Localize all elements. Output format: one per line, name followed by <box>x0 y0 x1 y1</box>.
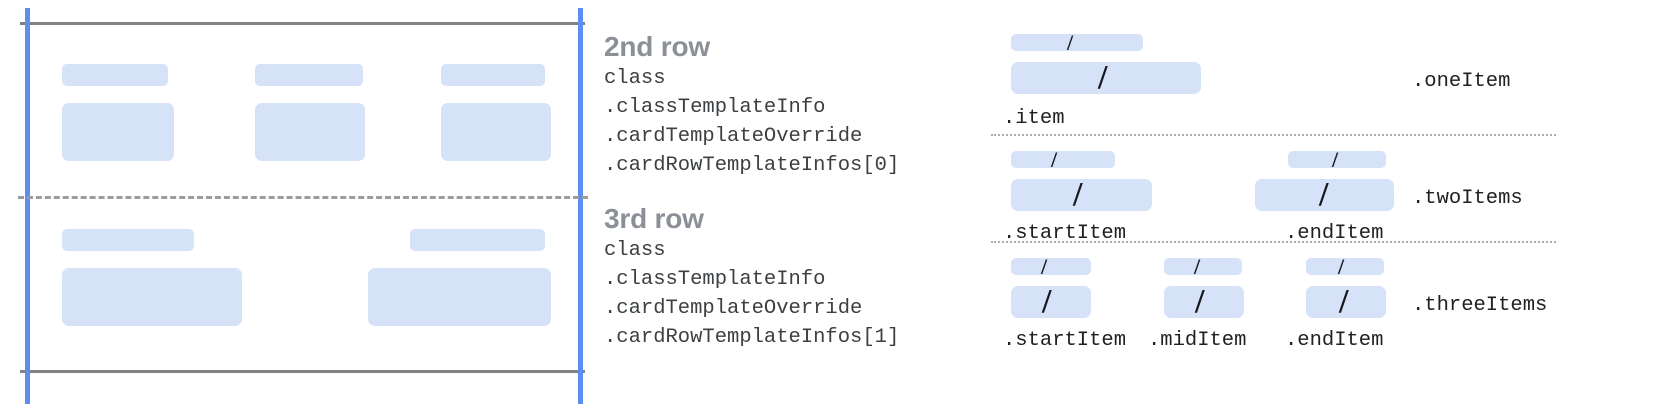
row0-cell1-body-block <box>255 103 365 161</box>
one-item-label-bar: / <box>1011 30 1143 55</box>
row0-cell0-body-block <box>62 103 174 161</box>
row-divider <box>18 196 588 199</box>
row-group-3rd-row: 3rd row class .classTemplateInfo .cardTe… <box>604 202 899 352</box>
three-items-start-label-bar: / <box>1011 254 1091 279</box>
two-items-end-body-block: / <box>1255 176 1394 213</box>
three-items-start-caption: .startItem <box>1003 329 1127 352</box>
two-items-start-label-bar: / <box>1011 147 1115 172</box>
three-items-type-label: .threeItems <box>1412 294 1548 317</box>
row0-cell2-body-block <box>441 103 551 161</box>
row1-cell0-body-block <box>62 268 242 326</box>
three-items-start-body-block: / <box>1011 283 1091 320</box>
row-group-title: 2nd row <box>604 31 710 62</box>
row-group-2nd-row: 2nd row class .classTemplateInfo .cardTe… <box>604 30 899 180</box>
row1-cell1-body-block <box>368 268 551 326</box>
three-items-mid-body-block: / <box>1164 283 1244 320</box>
slash-glyph: / <box>1042 283 1052 320</box>
slash-glyph: / <box>1194 254 1201 279</box>
slash-glyph: / <box>1332 147 1339 172</box>
two-items-type-label: .twoItems <box>1412 187 1523 210</box>
row-group-code-line: .cardTemplateOverride <box>604 297 863 320</box>
one-item-type-label: .oneItem <box>1412 70 1511 93</box>
two-items-end-label-bar: / <box>1288 147 1386 172</box>
three-items-end-body-block: / <box>1306 283 1386 320</box>
slash-glyph: / <box>1339 283 1349 320</box>
two-items-start-caption: .startItem <box>1003 222 1127 245</box>
row-group-title: 3rd row <box>604 203 704 234</box>
card-template-preview <box>0 0 600 412</box>
slash-glyph: / <box>1098 59 1108 96</box>
row-group-code-line: .cardRowTemplateInfos[0] <box>604 154 900 177</box>
variant-three-items: / / .startItem / / .midItem / / .endItem… <box>0 241 1676 353</box>
row1-cell0-label-bar <box>62 229 194 251</box>
card-bottom-rule <box>20 370 585 373</box>
three-items-end-label-bar: / <box>1306 254 1384 279</box>
row-group-code-line: .cardTemplateOverride <box>604 125 863 148</box>
variant-separator <box>991 134 1556 136</box>
card-top-rule <box>20 22 585 25</box>
variant-two-items: / / .startItem / / .endItem .twoItems <box>0 134 1676 246</box>
card-leading-guide <box>25 8 30 404</box>
row1-cell1-label-bar <box>410 229 545 251</box>
row0-cell0-label-bar <box>62 64 168 86</box>
slash-glyph: / <box>1051 147 1058 172</box>
row-group-code-line: .classTemplateInfo <box>604 96 826 119</box>
three-items-mid-caption: .midItem <box>1148 329 1247 352</box>
one-item-body-block: / <box>1011 59 1201 96</box>
variant-separator <box>991 241 1556 243</box>
three-items-mid-label-bar: / <box>1164 254 1242 279</box>
row-group-code-line: .classTemplateInfo <box>604 268 826 291</box>
slash-glyph: / <box>1073 176 1083 213</box>
row0-cell1-label-bar <box>255 64 363 86</box>
slash-glyph: / <box>1195 283 1205 320</box>
three-items-end-caption: .endItem <box>1285 329 1384 352</box>
one-item-caption: .item <box>1003 107 1065 130</box>
slash-glyph: / <box>1338 254 1345 279</box>
row0-cell2-label-bar <box>441 64 545 86</box>
slash-glyph: / <box>1319 176 1329 213</box>
card-trailing-guide <box>578 8 583 404</box>
slash-glyph: / <box>1067 30 1074 55</box>
two-items-end-caption: .endItem <box>1285 222 1384 245</box>
variant-one-item: / / .item .oneItem <box>0 0 1676 132</box>
slash-glyph: / <box>1041 254 1048 279</box>
row-group-code-line: class <box>604 239 666 262</box>
two-items-start-body-block: / <box>1011 176 1152 213</box>
row-group-code-line: class <box>604 67 666 90</box>
row-group-code-line: .cardRowTemplateInfos[1] <box>604 326 900 349</box>
